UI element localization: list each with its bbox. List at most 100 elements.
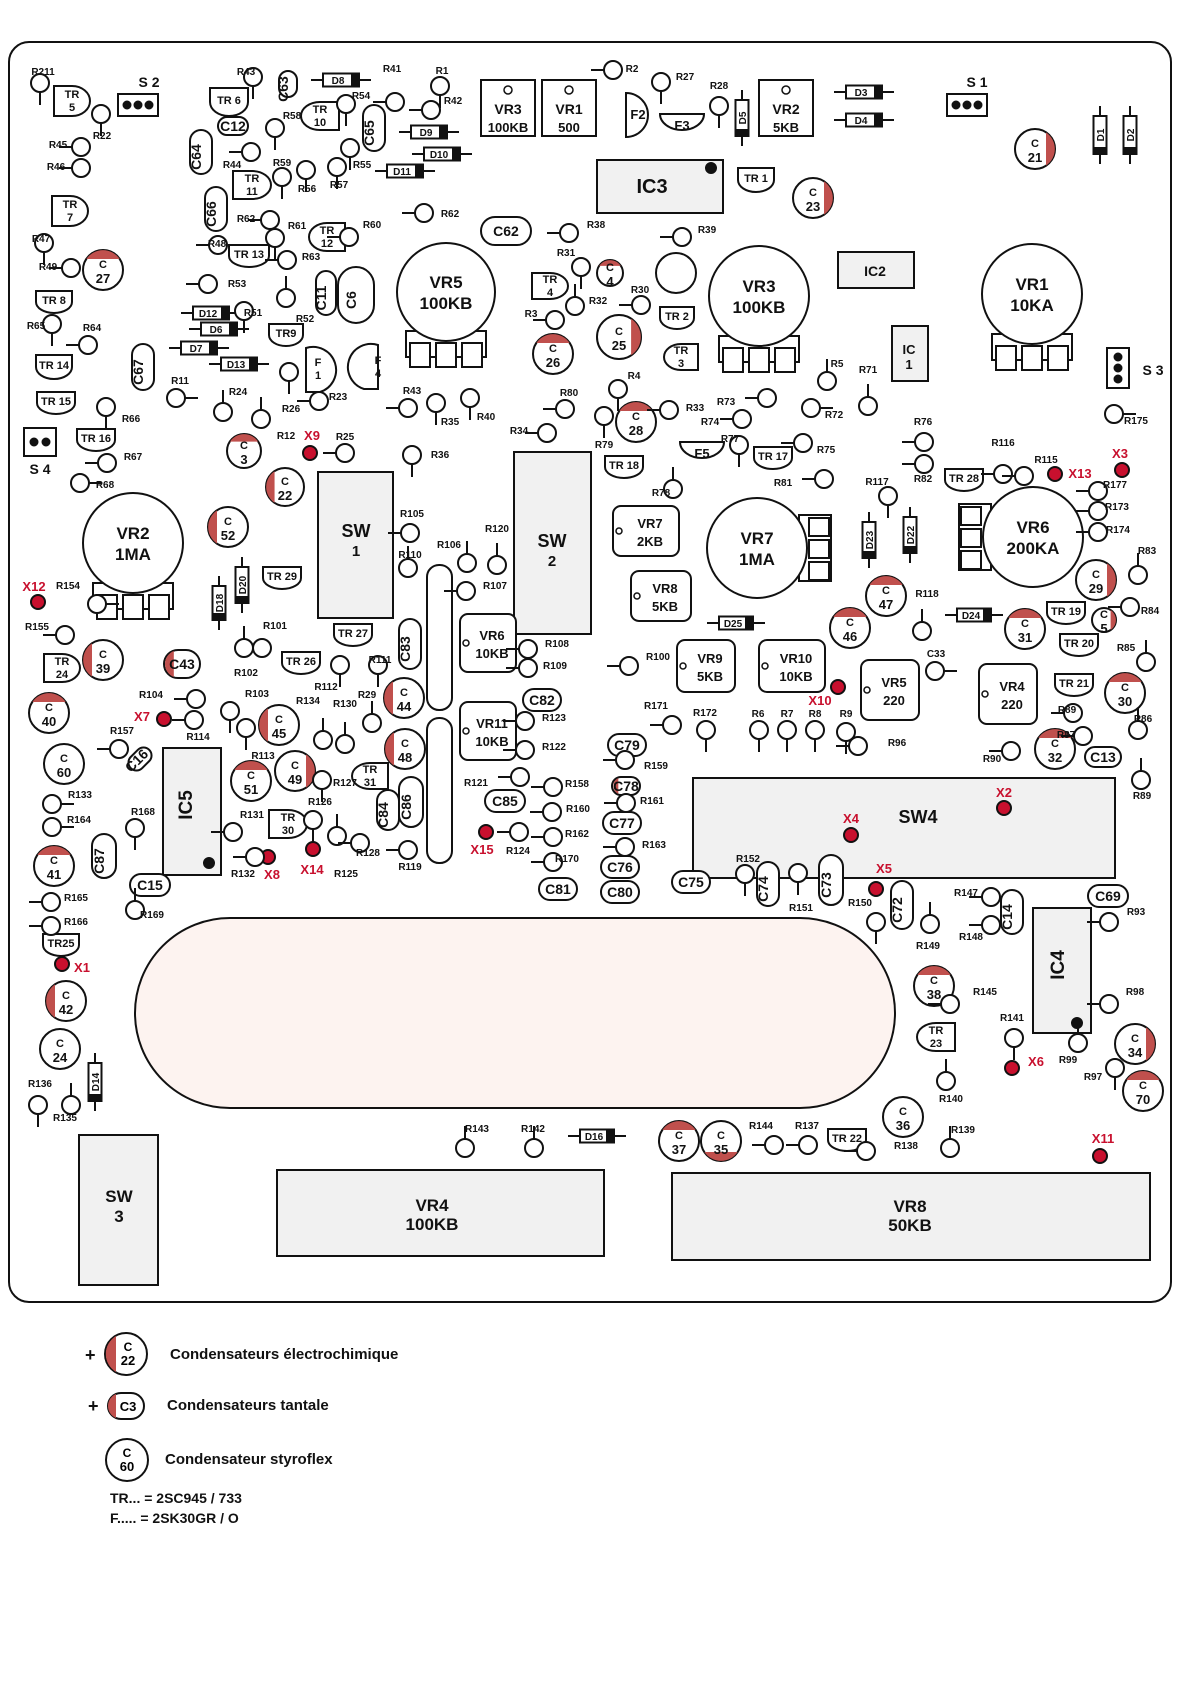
label-c70b: 70 xyxy=(1136,1092,1150,1107)
resistor-r42 xyxy=(421,100,441,120)
label-tr2: TR 2 xyxy=(665,311,689,323)
label-vr1b_a: VR1 xyxy=(1015,275,1048,294)
resistor-r74 xyxy=(732,409,752,429)
label-c14: C14 xyxy=(999,904,1015,930)
resistor-r71 xyxy=(858,396,878,416)
capacitor-c5 xyxy=(1091,607,1117,633)
label-r126: R126 xyxy=(308,797,332,808)
label-r96: R96 xyxy=(888,738,907,749)
label-c5b: 5 xyxy=(1100,621,1107,636)
ic-ic4 xyxy=(1032,907,1092,1034)
label-r160: R160 xyxy=(566,804,590,815)
label-c81: C81 xyxy=(545,881,571,897)
resistor-r166 xyxy=(41,916,61,936)
test-point-x10 xyxy=(830,679,846,695)
trimmer-vr11a xyxy=(459,701,517,761)
resistor-r24 xyxy=(213,402,233,422)
capacitor-c65 xyxy=(362,104,386,152)
label-c34b: 34 xyxy=(1128,1045,1143,1060)
resistor-r122 xyxy=(515,740,535,760)
capacitor-c48-polarity xyxy=(385,732,394,766)
resistor-r137 xyxy=(798,1135,818,1155)
capacitor-c27-polarity xyxy=(86,250,120,259)
capacitor-c35 xyxy=(700,1120,742,1162)
capacitor-c28 xyxy=(615,401,657,443)
label-d8: D8 xyxy=(332,76,345,87)
label-c49a: C xyxy=(291,760,299,772)
capacitor-c30 xyxy=(1104,672,1146,714)
label-tr13: TR 13 xyxy=(234,249,264,261)
capacitor-c38-polarity xyxy=(917,966,951,975)
label-r144: R144 xyxy=(749,1121,773,1132)
jumper-slot-lower xyxy=(426,717,453,864)
label-r175: R175 xyxy=(1124,416,1148,427)
label-r6: R6 xyxy=(752,709,765,720)
capacitor-c6 xyxy=(337,266,375,324)
label-x7: X7 xyxy=(134,709,150,724)
label-d23: D23 xyxy=(865,530,876,549)
label-d13: D13 xyxy=(227,360,246,371)
label-c26b: 26 xyxy=(546,355,560,370)
resistor-r64 xyxy=(78,335,98,355)
label-c23b: 23 xyxy=(806,199,820,214)
label-s1: S 1 xyxy=(966,74,987,90)
label-c33: C33 xyxy=(927,649,946,660)
label-r77: R77 xyxy=(721,434,740,445)
label-tr10a: TR xyxy=(313,104,328,116)
label-c87: C87 xyxy=(91,848,107,874)
label-d1: D1 xyxy=(1096,128,1107,141)
potentiometer-vr2a xyxy=(82,492,184,594)
label-r134: R134 xyxy=(296,696,320,707)
capacitor-c30-polarity xyxy=(1108,673,1142,682)
label-vr1b_b: 10KA xyxy=(1010,296,1053,315)
trimmer-vr10a xyxy=(758,639,826,693)
label-vr3top_a: VR3 xyxy=(494,101,521,117)
label-vr4s_b: 220 xyxy=(1001,697,1023,712)
resistor-r38 xyxy=(559,223,579,243)
label-c47a: C xyxy=(882,585,890,597)
label-d11: D11 xyxy=(393,167,411,178)
label-tr11a: TR xyxy=(245,173,260,185)
label-ic3: IC3 xyxy=(636,176,667,198)
label-r7: R7 xyxy=(781,709,794,720)
resistor-r139 xyxy=(940,1138,960,1158)
label-vr5s_b: 220 xyxy=(883,693,905,708)
transistor-tr24 xyxy=(43,653,81,683)
resistor-r163 xyxy=(615,837,635,857)
label-r11: R11 xyxy=(171,376,189,387)
transistor-tr19 xyxy=(1046,601,1086,625)
label-f4a: F xyxy=(375,355,382,367)
label-c25b: 25 xyxy=(612,338,626,353)
resistor-r159 xyxy=(615,750,635,770)
resistor-r111 xyxy=(368,655,388,675)
label-r36: R36 xyxy=(431,450,450,461)
capacitor-c40 xyxy=(28,692,70,734)
label-c72: C72 xyxy=(889,897,905,923)
label-r154: R154 xyxy=(56,581,80,592)
label-r135: R135 xyxy=(53,1113,77,1124)
resistor-r130 xyxy=(335,734,355,754)
label-r12: R12 xyxy=(277,431,296,442)
label-r35: R35 xyxy=(441,417,460,428)
resistor-r144 xyxy=(764,1135,784,1155)
label-x2: X2 xyxy=(996,785,1012,800)
capacitor-c72 xyxy=(890,880,914,930)
resistor-r83 xyxy=(1128,565,1148,585)
label-x11: X11 xyxy=(1092,1131,1114,1146)
capacitor-c62 xyxy=(480,216,532,246)
capacitor-c69 xyxy=(1087,884,1129,908)
label-c42a: C xyxy=(62,990,70,1002)
resistor-r165 xyxy=(41,892,61,912)
label-r119: R119 xyxy=(398,862,422,873)
label-x14: X14 xyxy=(300,862,324,877)
label-c48a: C xyxy=(401,738,409,750)
capacitor-c82 xyxy=(522,688,562,712)
label-r74: R74 xyxy=(701,417,720,428)
resistor-r2 xyxy=(603,60,623,80)
resistor-r143 xyxy=(455,1138,475,1158)
capacitor-c67 xyxy=(131,343,155,391)
capacitor-c39 xyxy=(82,639,124,681)
capacitor-c40-polarity xyxy=(32,693,66,702)
capacitor-c21-polarity xyxy=(1046,132,1055,166)
label-d12: D12 xyxy=(199,309,218,320)
